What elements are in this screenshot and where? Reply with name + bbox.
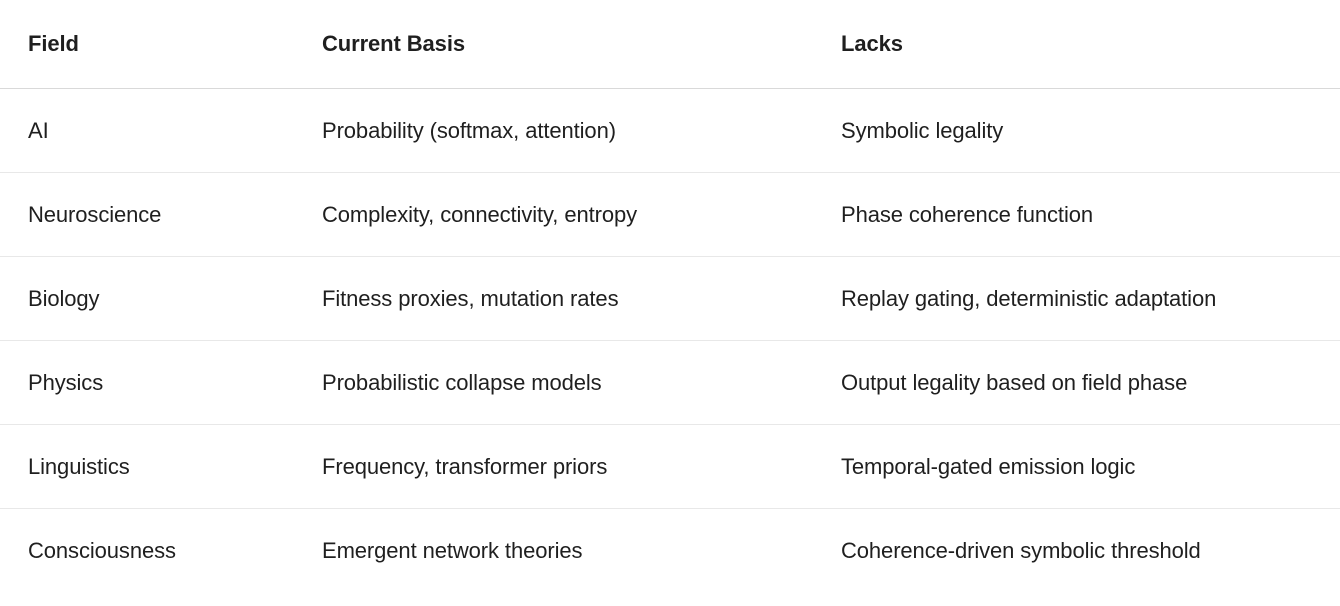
- cell-current-basis: Frequency, transformer priors: [322, 453, 608, 479]
- cell-current-basis: Complexity, connectivity, entropy: [322, 201, 638, 227]
- cell-lacks: Symbolic legality: [841, 117, 1004, 143]
- column-header-current-basis: Current Basis: [322, 31, 465, 56]
- table-row: Neuroscience Complexity, connectivity, e…: [0, 173, 1340, 257]
- table-header-row: Field Current Basis Lacks: [0, 0, 1340, 89]
- cell-lacks: Output legality based on field phase: [841, 369, 1188, 395]
- cell-current-basis: Fitness proxies, mutation rates: [322, 285, 619, 311]
- column-header-field: Field: [28, 31, 79, 56]
- table-row: Biology Fitness proxies, mutation rates …: [0, 257, 1340, 341]
- cell-field: Physics: [28, 369, 104, 395]
- table-row: AI Probability (softmax, attention) Symb…: [0, 89, 1340, 173]
- cell-field: Linguistics: [28, 453, 130, 479]
- table-row: Physics Probabilistic collapse models Ou…: [0, 341, 1340, 425]
- cell-lacks: Phase coherence function: [841, 201, 1093, 227]
- cell-current-basis: Probability (softmax, attention): [322, 117, 616, 143]
- cell-field: Biology: [28, 285, 100, 311]
- cell-field: Consciousness: [28, 538, 176, 563]
- table-row: Linguistics Frequency, transformer prior…: [0, 425, 1340, 509]
- fields-comparison-table: Field Current Basis Lacks AI Probability…: [0, 0, 1340, 593]
- cell-lacks: Coherence-driven symbolic threshold: [841, 538, 1201, 563]
- cell-current-basis: Emergent network theories: [322, 538, 583, 563]
- cell-lacks: Temporal-gated emission logic: [841, 453, 1136, 479]
- cell-field: AI: [28, 117, 49, 143]
- cell-lacks: Replay gating, deterministic adaptation: [841, 285, 1217, 311]
- table-row: Consciousness Emergent network theories …: [0, 509, 1340, 593]
- column-header-lacks: Lacks: [841, 31, 903, 56]
- cell-current-basis: Probabilistic collapse models: [322, 369, 602, 395]
- cell-field: Neuroscience: [28, 201, 162, 227]
